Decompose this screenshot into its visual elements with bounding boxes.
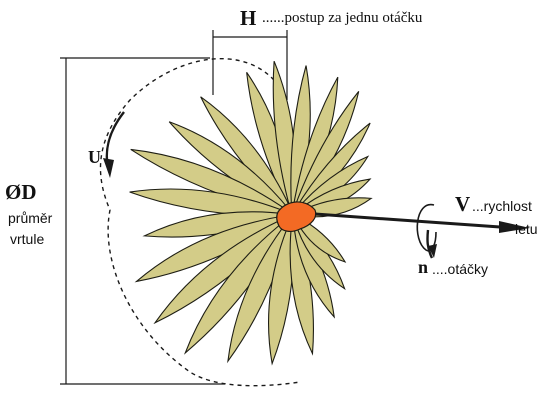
velocity-label: V: [455, 192, 471, 216]
u-arrow: [103, 111, 125, 178]
propeller-blades: [129, 60, 373, 366]
u-label: U: [88, 147, 101, 167]
propeller-hub: [276, 201, 317, 232]
diameter-description-line1: průměr: [8, 210, 53, 226]
helix-path: [99, 57, 301, 387]
pitch-description: ......postup za jednu otáčku: [262, 10, 423, 26]
diameter-description-line2: vrtule: [10, 231, 45, 247]
velocity-description: ...rychlost: [472, 198, 532, 214]
propeller-blade: [297, 197, 373, 218]
diameter-label: ØD: [5, 180, 37, 204]
diameter-dimension: [60, 57, 225, 385]
velocity-arrow: [314, 212, 530, 233]
propeller-blade: [295, 216, 347, 263]
pitch-label: H: [240, 6, 257, 30]
pitch-dimension: [212, 30, 288, 100]
rpm-label: n: [418, 257, 429, 277]
rotation-symbol: [416, 204, 437, 259]
rpm-description: ....otáčky: [432, 261, 489, 277]
velocity-description-2: letu: [515, 221, 538, 237]
